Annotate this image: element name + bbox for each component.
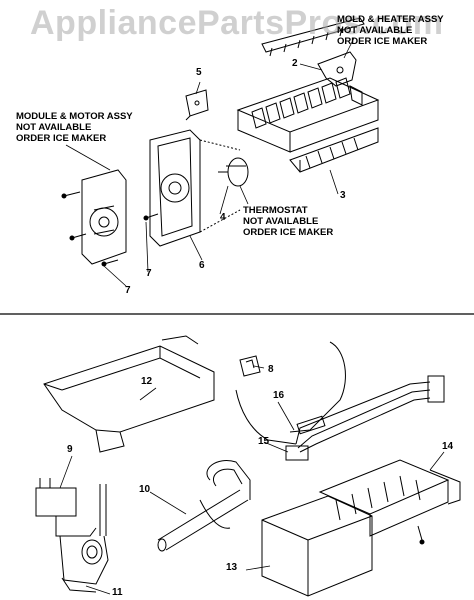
callout-11: 11 bbox=[112, 587, 123, 598]
note-mold-heater-line3: ORDER ICE MAKER bbox=[337, 36, 428, 47]
note-module-motor-line3: ORDER ICE MAKER bbox=[16, 133, 107, 144]
callout-13: 13 bbox=[226, 562, 238, 573]
callout-14: 14 bbox=[442, 441, 454, 452]
callout-16: 16 bbox=[273, 390, 285, 401]
module-housing bbox=[149, 129, 241, 247]
callout-3: 3 bbox=[340, 190, 346, 201]
note-module-motor-line2: NOT AVAILABLE bbox=[16, 122, 92, 133]
note-thermostat: THERMOSTAT NOT AVAILABLE ORDER ICE MAKER bbox=[243, 205, 333, 238]
note-thermostat-line2: NOT AVAILABLE bbox=[243, 216, 319, 227]
callout-2: 2 bbox=[292, 58, 298, 69]
leader-lines-bottom bbox=[59, 365, 445, 595]
fill-tube-wire bbox=[235, 341, 346, 445]
callout-7a: 7 bbox=[146, 268, 152, 279]
ice-maker-unit bbox=[318, 459, 461, 545]
callout-10: 10 bbox=[139, 484, 151, 495]
callout-5: 5 bbox=[196, 67, 202, 78]
callout-15: 15 bbox=[258, 436, 270, 447]
watermark-text: AppliancePartsPros.com bbox=[30, 4, 444, 42]
note-mold-heater: MOLD & HEATER ASSY NOT AVAILABLE ORDER I… bbox=[337, 14, 444, 47]
note-mold-heater-line1: MOLD & HEATER ASSY bbox=[337, 14, 444, 25]
screws bbox=[61, 191, 159, 267]
note-thermostat-line3: ORDER ICE MAKER bbox=[243, 227, 334, 238]
callout-6: 6 bbox=[199, 260, 205, 271]
thermostat bbox=[218, 157, 249, 187]
front-cover bbox=[261, 495, 373, 597]
ice-mold-tray bbox=[236, 77, 380, 153]
callout-9: 9 bbox=[67, 444, 73, 455]
water-valve bbox=[35, 478, 109, 593]
note-thermostat-line1: THERMOSTAT bbox=[243, 205, 308, 216]
note-module-motor-line1: MODULE & MOTOR ASSY bbox=[16, 111, 133, 122]
callout-7b: 7 bbox=[125, 285, 131, 296]
small-clip bbox=[185, 89, 209, 121]
note-mold-heater-line2: NOT AVAILABLE bbox=[337, 25, 413, 36]
ice-bin bbox=[43, 335, 215, 453]
wire-harness bbox=[285, 375, 445, 461]
note-module-motor: MODULE & MOTOR ASSY NOT AVAILABLE ORDER … bbox=[16, 111, 133, 144]
leader-lines-top bbox=[65, 37, 355, 287]
callout-8: 8 bbox=[268, 364, 274, 375]
mounting-clip bbox=[239, 355, 261, 377]
ejector-comb bbox=[261, 17, 365, 57]
callout-12: 12 bbox=[141, 376, 153, 387]
mounting-bracket bbox=[317, 51, 357, 87]
water-tube bbox=[157, 460, 251, 552]
heater-strip bbox=[289, 127, 379, 173]
motor-module bbox=[81, 169, 127, 265]
callout-4: 4 bbox=[220, 212, 226, 223]
